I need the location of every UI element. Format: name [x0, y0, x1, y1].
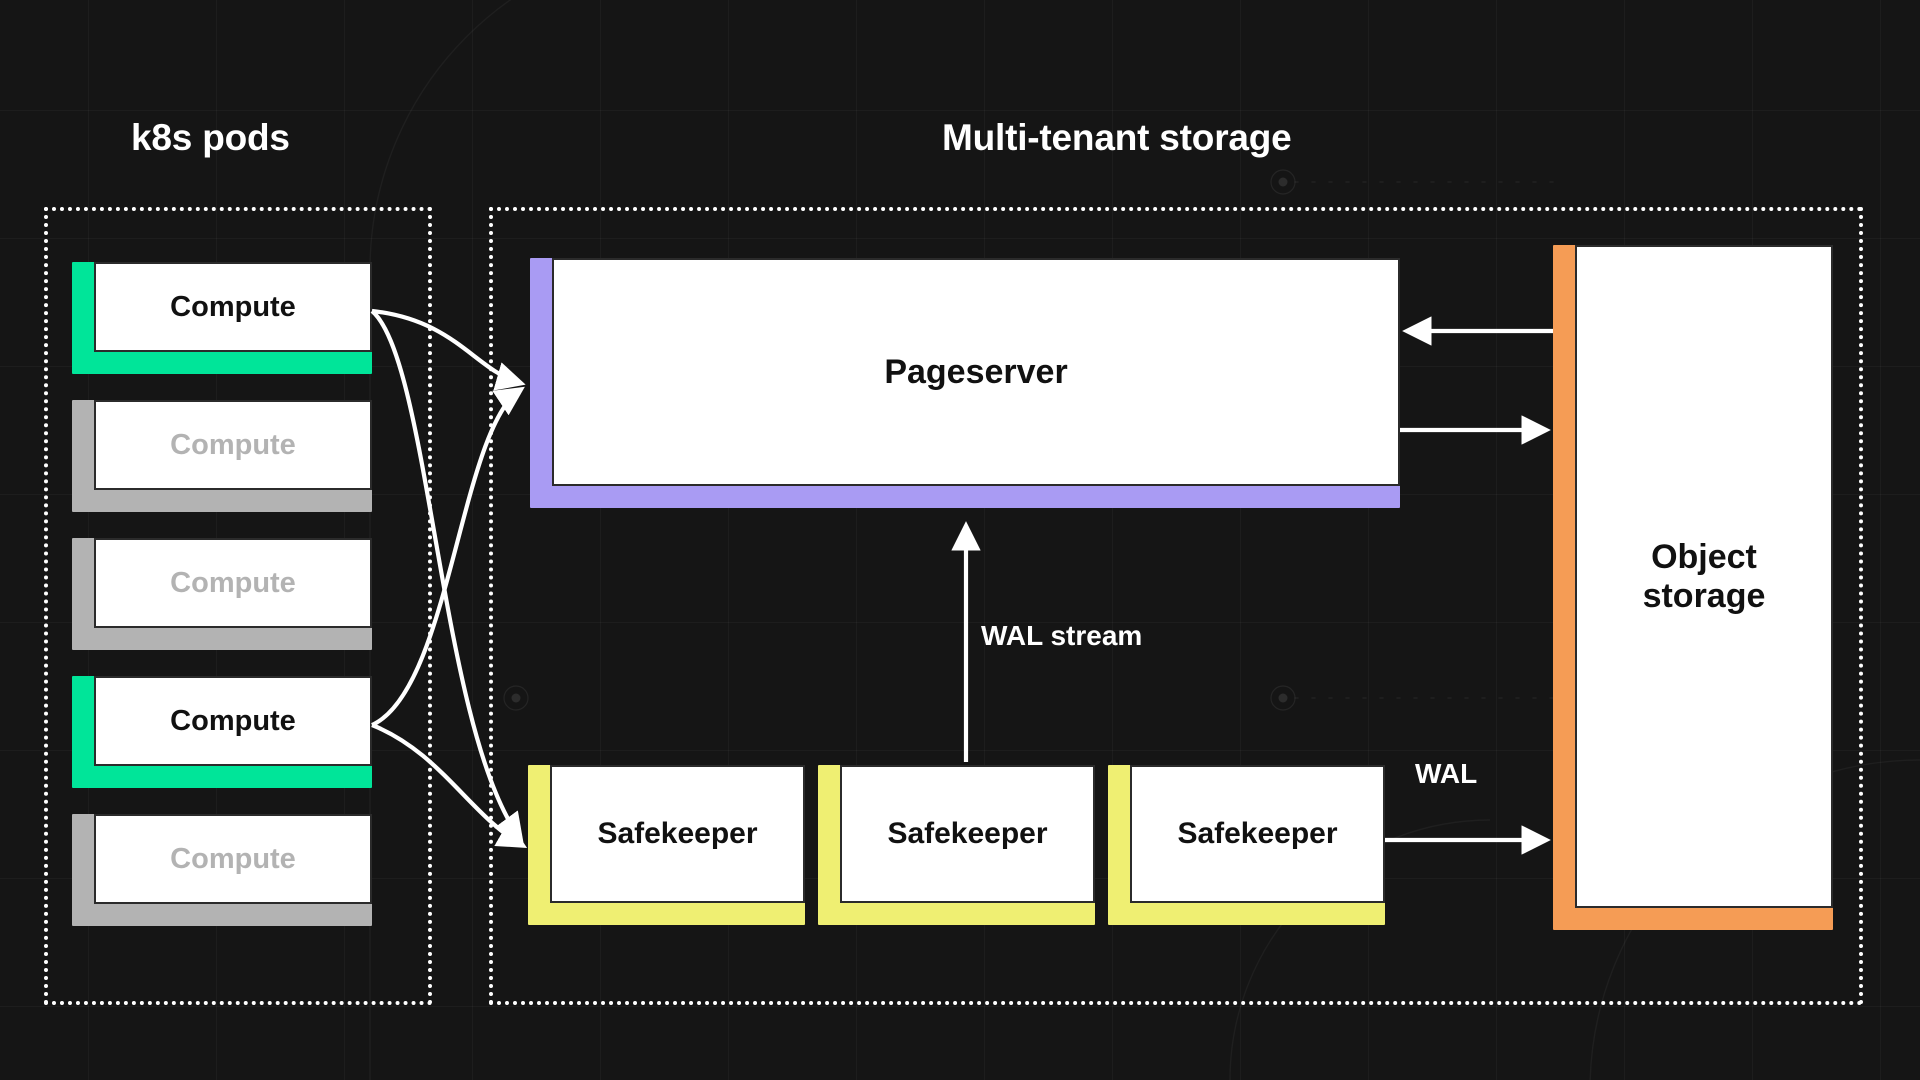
safekeeper-node-1-label: Safekeeper	[550, 765, 805, 903]
section-title-k8s-pods: k8s pods	[131, 117, 290, 158]
compute-node-1[interactable]: Compute	[72, 262, 372, 374]
compute-node-3-label: Compute	[94, 538, 372, 628]
safekeeper-node-2-label: Safekeeper	[840, 765, 1095, 903]
safekeeper-node-1[interactable]: Safekeeper	[528, 765, 805, 925]
compute-node-2-label: Compute	[94, 400, 372, 490]
safekeeper-node-2[interactable]: Safekeeper	[818, 765, 1095, 925]
compute-node-4-label: Compute	[94, 676, 372, 766]
section-title-multi-tenant-storage: Multi-tenant storage	[942, 117, 1292, 158]
compute-node-1-label: Compute	[94, 262, 372, 352]
safekeeper-node-3[interactable]: Safekeeper	[1108, 765, 1385, 925]
compute-node-5[interactable]: Compute	[72, 814, 372, 926]
object-storage-label-line2: storage	[1642, 576, 1766, 615]
object-storage-label-line1: Object	[1651, 538, 1757, 577]
edge-label-wal: WAL	[1415, 758, 1478, 789]
compute-node-4[interactable]: Compute	[72, 676, 372, 788]
object-storage-label: Object storage	[1575, 245, 1833, 908]
pageserver-node[interactable]: Pageserver	[530, 258, 1400, 508]
safekeeper-node-3-label: Safekeeper	[1130, 765, 1385, 903]
object-storage-node[interactable]: Object storage	[1553, 245, 1833, 930]
pageserver-label: Pageserver	[552, 258, 1400, 486]
compute-node-2[interactable]: Compute	[72, 400, 372, 512]
compute-node-3[interactable]: Compute	[72, 538, 372, 650]
compute-node-5-label: Compute	[94, 814, 372, 904]
edge-label-wal-stream: WAL stream	[981, 620, 1143, 651]
